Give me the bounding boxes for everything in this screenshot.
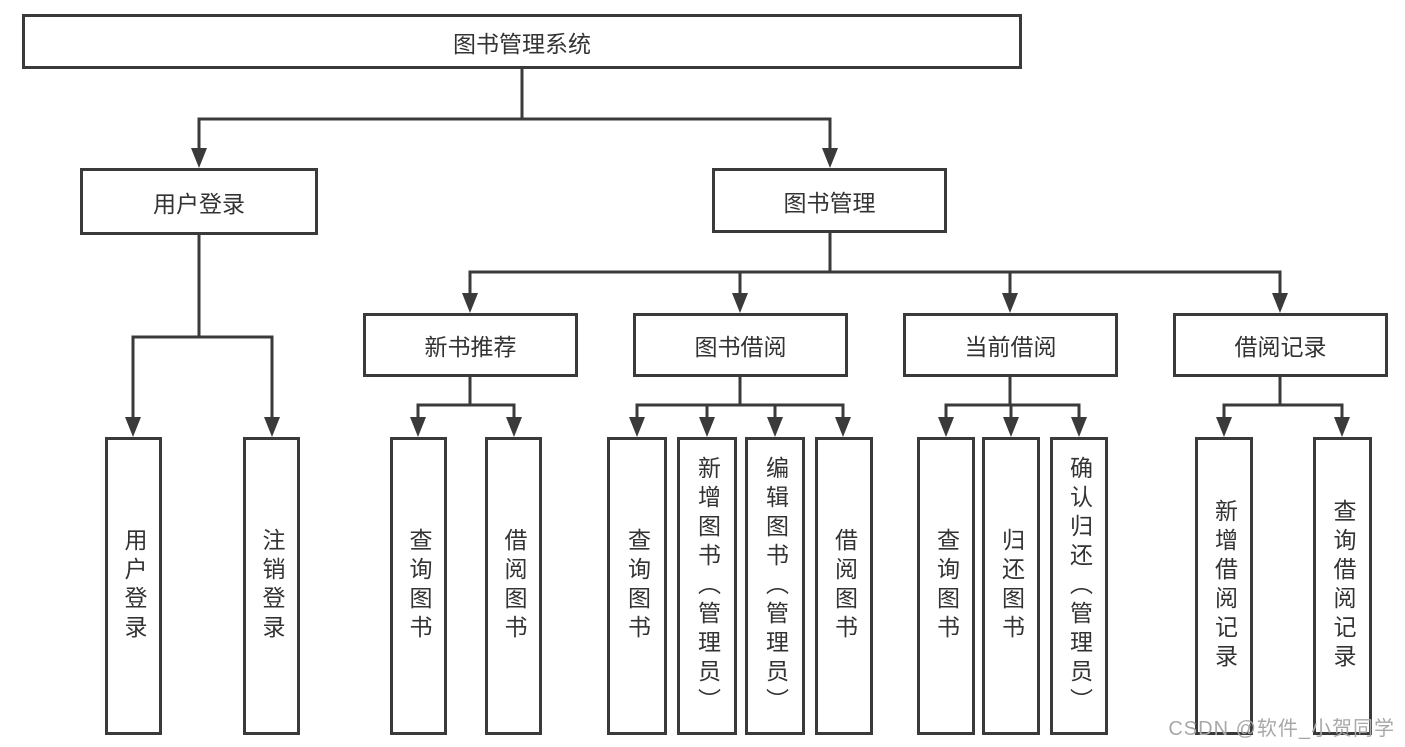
connector-book-borrowing-branch [635, 377, 845, 421]
node-borrowing-records: 借阅记录 [1173, 313, 1388, 377]
arrowhead [1003, 417, 1019, 437]
arrowhead [767, 417, 783, 437]
node-user-login: 用户登录 [80, 168, 318, 235]
arrowhead [264, 417, 280, 437]
node-library-management-system: 图书管理系统 [22, 14, 1022, 69]
connector-book-management-branch [468, 233, 1282, 297]
arrowhead [822, 148, 838, 168]
node-book-management: 图书管理 [712, 168, 947, 233]
node-add-borrow-record: 新增借阅记录 [1195, 437, 1253, 735]
connector-current-borrowing-branch [944, 377, 1081, 421]
arrowhead [629, 417, 645, 437]
arrowhead [835, 417, 851, 437]
arrowhead [938, 417, 954, 437]
arrowhead [191, 148, 207, 168]
node-return-books: 归还图书 [982, 437, 1040, 735]
node-borrow-books-borrowing: 借阅图书 [815, 437, 873, 735]
node-query-borrow-record: 查询借阅记录 [1313, 437, 1372, 735]
connector-root-branch [197, 69, 832, 152]
node-confirm-return-admin: 确认归还（管理员） [1050, 437, 1108, 735]
arrowhead [732, 293, 748, 313]
csdn-watermark: CSDN @软件_小贺同学 [1168, 718, 1395, 740]
arrowhead [1334, 417, 1350, 437]
node-user-login-action: 用户登录 [105, 437, 162, 735]
arrowhead [1216, 417, 1232, 437]
node-logout-action: 注销登录 [243, 437, 300, 735]
arrowhead [699, 417, 715, 437]
arrowhead [462, 293, 478, 313]
arrowhead [125, 417, 141, 437]
connector-borrow-records-branch [1222, 377, 1344, 421]
node-new-book-recommendation: 新书推荐 [363, 313, 578, 377]
connector-user-login-branch [131, 235, 274, 421]
node-current-borrowing: 当前借阅 [903, 313, 1118, 377]
arrowhead [410, 417, 426, 437]
arrowhead [506, 417, 522, 437]
arrowhead [1002, 293, 1018, 313]
arrowhead [1272, 293, 1288, 313]
node-book-borrowing: 图书借阅 [633, 313, 848, 377]
arrowhead [1071, 417, 1087, 437]
node-borrow-books-recommend: 借阅图书 [485, 437, 542, 735]
node-query-books-current: 查询图书 [917, 437, 975, 735]
connector-new-book-branch [416, 377, 516, 421]
node-add-books-admin: 新增图书（管理员） [677, 437, 737, 735]
node-query-books-recommend: 查询图书 [390, 437, 447, 735]
node-query-books-borrowing: 查询图书 [607, 437, 667, 735]
node-edit-books-admin: 编辑图书（管理员） [745, 437, 805, 735]
